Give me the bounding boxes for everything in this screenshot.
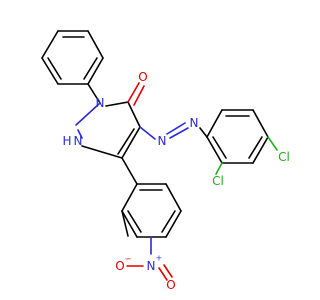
nitro-oxygen-charge: − [125, 255, 132, 264]
atom-carbonyl-oxygen: O [138, 70, 147, 84]
pyrazolone-ring [75, 101, 141, 159]
atom-chlorine-4: Cl [278, 150, 290, 164]
carbonyl-bond [127, 82, 145, 106]
atom-nh-hydrogen: H [62, 134, 71, 148]
nitrophenyl-ring [121, 157, 182, 255]
atom-n-ring-1: N [96, 96, 105, 110]
atom-nh-nitrogen: N [74, 134, 83, 148]
atom-chlorine-2: Cl [212, 174, 224, 188]
nitro-nitrogen-charge: + [156, 254, 163, 263]
azo-linkage [139, 122, 208, 140]
atom-nitro-oxygen-right: O [166, 278, 175, 292]
atom-azo-nitrogen-1: N [158, 134, 167, 148]
dichlorophenyl-ring [206, 109, 278, 175]
nitro-group-bonds [126, 264, 173, 281]
molecule-structure-diagram: N H N O N N Cl Cl N + O − O [41, 30, 290, 292]
atom-nitro-nitrogen: N [147, 259, 156, 273]
atom-azo-nitrogen-2: N [190, 116, 199, 130]
atom-nitro-oxygen-left: O [115, 259, 124, 273]
atom-labels: N H N O N N Cl Cl N + O − O [62, 70, 289, 292]
phenyl-ring [41, 30, 104, 104]
